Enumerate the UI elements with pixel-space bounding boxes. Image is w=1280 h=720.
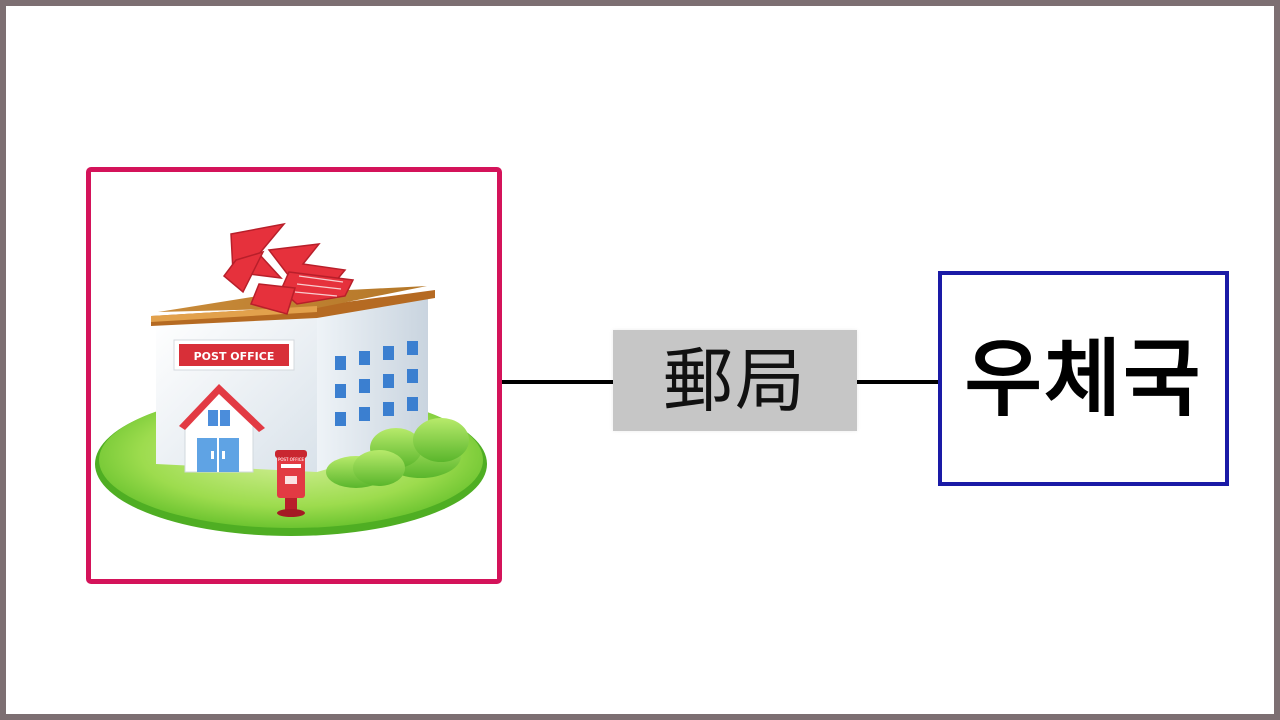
hanja-term-box: 郵局 [613,330,857,431]
connector-line-left [502,380,614,384]
hangul-term-box: 우체국 [938,271,1229,486]
connector-line-right [857,380,940,384]
mailbox: POST OFFICE [275,450,307,517]
post-office-image-frame: POST OFFICE [86,167,502,584]
mailbox-sign-text: POST OFFICE [278,457,305,462]
post-office-illustration: POST OFFICE [95,222,487,536]
building-sign-text: POST OFFICE [194,350,275,363]
hangul-term: 우체국 [964,329,1203,428]
hanja-term: 郵局 [663,339,807,422]
post-logo-sculpture [222,222,355,315]
